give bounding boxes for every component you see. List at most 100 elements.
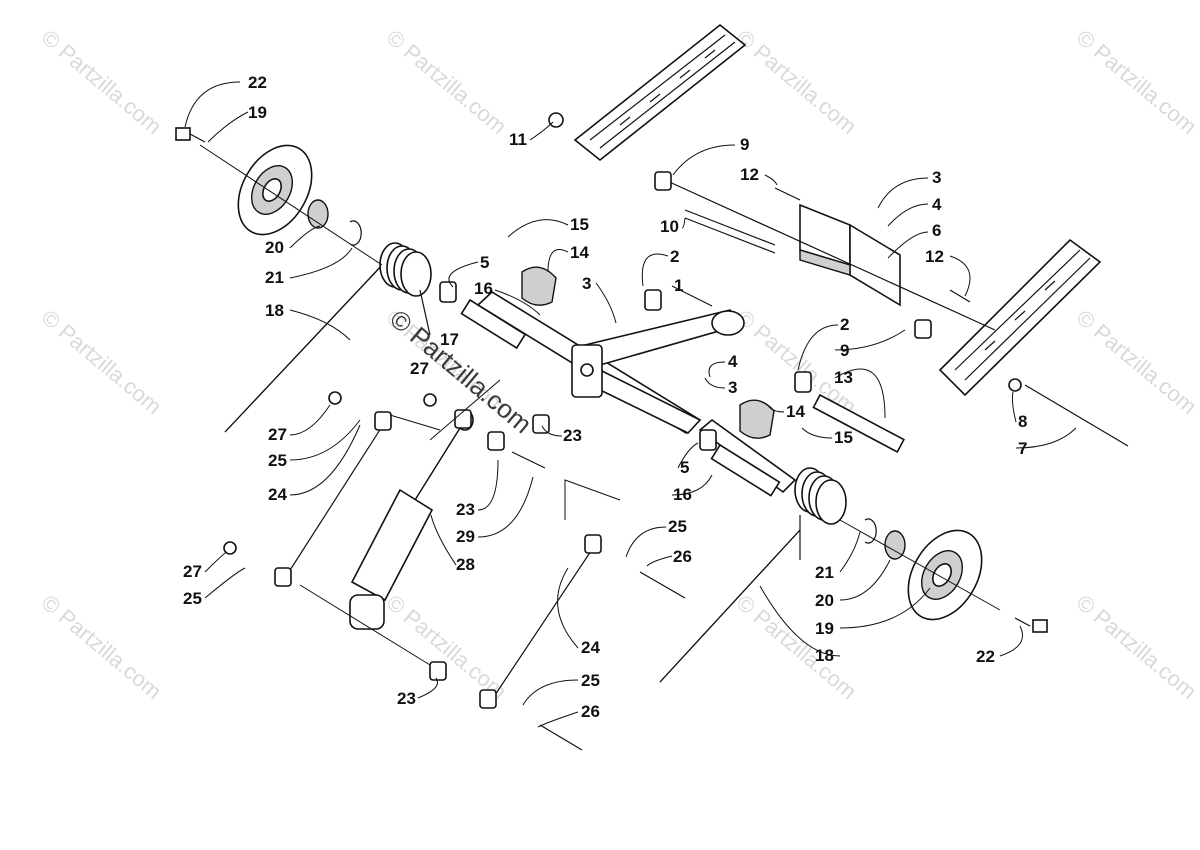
callout-label: 26 [673, 547, 692, 566]
spacer [584, 534, 602, 554]
spacer [274, 567, 292, 587]
callout-label: 27 [183, 562, 202, 581]
spacer [532, 414, 550, 434]
watermark: © Partzilla.com [732, 590, 862, 704]
callout-label: 5 [680, 458, 689, 477]
callout-label: 2 [670, 247, 679, 266]
callout-label: 14 [570, 243, 589, 262]
torsion-spring-left [224, 242, 432, 433]
spacer [654, 171, 672, 191]
spacer [914, 319, 932, 339]
callout-label: 21 [815, 563, 834, 582]
callout-label: 15 [834, 428, 853, 447]
watermark: © Partzilla.com [732, 25, 862, 139]
center-line [299, 584, 431, 666]
callout-label: 16 [474, 279, 493, 298]
callout-label: 3 [932, 168, 941, 187]
spacer [454, 409, 472, 429]
long-tube [812, 393, 905, 454]
mount-bracket [799, 203, 901, 307]
callout-label: 25 [268, 451, 287, 470]
bolt-left [175, 127, 206, 143]
callout-label: 5 [480, 253, 489, 272]
spacer [374, 411, 392, 431]
callout-label: 22 [248, 73, 267, 92]
callout-label: 23 [397, 689, 416, 708]
shock-absorber [349, 409, 474, 630]
callout-label: 25 [183, 589, 202, 608]
callout-label: 9 [740, 135, 749, 154]
callout-label: 13 [834, 368, 853, 387]
leader-lines [184, 81, 1077, 728]
watermark: © Partzilla.com [1072, 590, 1200, 704]
snap-ring-right [864, 518, 877, 544]
idler-wheel-right [907, 529, 983, 621]
watermark: © Partzilla.com [382, 25, 512, 139]
center-line [429, 379, 501, 441]
callout-label: 23 [563, 426, 582, 445]
watermark: © Partzilla.com [37, 305, 167, 419]
callout-label: 19 [248, 103, 267, 122]
callout-label: 20 [265, 238, 284, 257]
callout-label: 24 [268, 485, 287, 504]
idler-wheel-left [237, 144, 313, 236]
long-bolt [1024, 384, 1129, 447]
a-frame-arm [571, 309, 745, 434]
rail-right [938, 238, 1102, 397]
callout-label: 21 [265, 268, 284, 287]
spacer [439, 281, 457, 303]
callout-label: 4 [932, 195, 942, 214]
parts-drawing [175, 23, 1129, 751]
rail-left [573, 23, 747, 162]
callout-label: 14 [786, 402, 805, 421]
center-line [389, 414, 441, 431]
callout-label: 25 [668, 517, 687, 536]
nut [328, 391, 342, 405]
callout-label: 9 [840, 341, 849, 360]
watermark: © Partzilla.com [37, 590, 167, 704]
callout-label: 19 [815, 619, 834, 638]
bearing-left [307, 199, 329, 229]
bolt [774, 187, 801, 201]
watermark: © Partzilla.com [1072, 305, 1200, 419]
callout-label: 1 [674, 276, 683, 295]
spacer [479, 689, 497, 709]
callout-label: 18 [265, 301, 284, 320]
callout-label: 22 [976, 647, 995, 666]
washer [1008, 378, 1022, 392]
callout-label: 3 [582, 274, 591, 293]
callout-label: 6 [932, 221, 941, 240]
upper-shaft [664, 179, 996, 331]
link-rod-left [284, 424, 384, 579]
snap-ring-left [349, 220, 362, 246]
callout-label: 12 [925, 247, 944, 266]
callout-label: 28 [456, 555, 475, 574]
callout-label: 8 [1018, 412, 1027, 431]
link-rod-right [492, 544, 596, 699]
callout-label: 2 [840, 315, 849, 334]
pivot-tube [460, 298, 527, 350]
callout-label: 15 [570, 215, 589, 234]
callout-label: 12 [740, 165, 759, 184]
callout-label: 25 [581, 671, 600, 690]
callout-label: 17 [440, 330, 459, 349]
callout-label: 11 [509, 130, 527, 149]
center-line [839, 519, 1001, 611]
callout-label: 3 [728, 378, 737, 397]
nut [423, 393, 437, 407]
nut [548, 112, 564, 128]
bolt [539, 724, 583, 751]
rubber-bumper [521, 266, 557, 306]
callout-label: 7 [1018, 439, 1027, 458]
center-line [564, 479, 621, 520]
torsion-spring-right [659, 467, 847, 683]
callout-label: 18 [815, 646, 834, 665]
callout-label: 27 [268, 425, 287, 444]
callout-label: 24 [581, 638, 600, 657]
spacer [699, 429, 717, 451]
spacer [487, 431, 505, 451]
bolt [511, 451, 546, 469]
bolt [949, 289, 971, 303]
nut [223, 541, 237, 555]
